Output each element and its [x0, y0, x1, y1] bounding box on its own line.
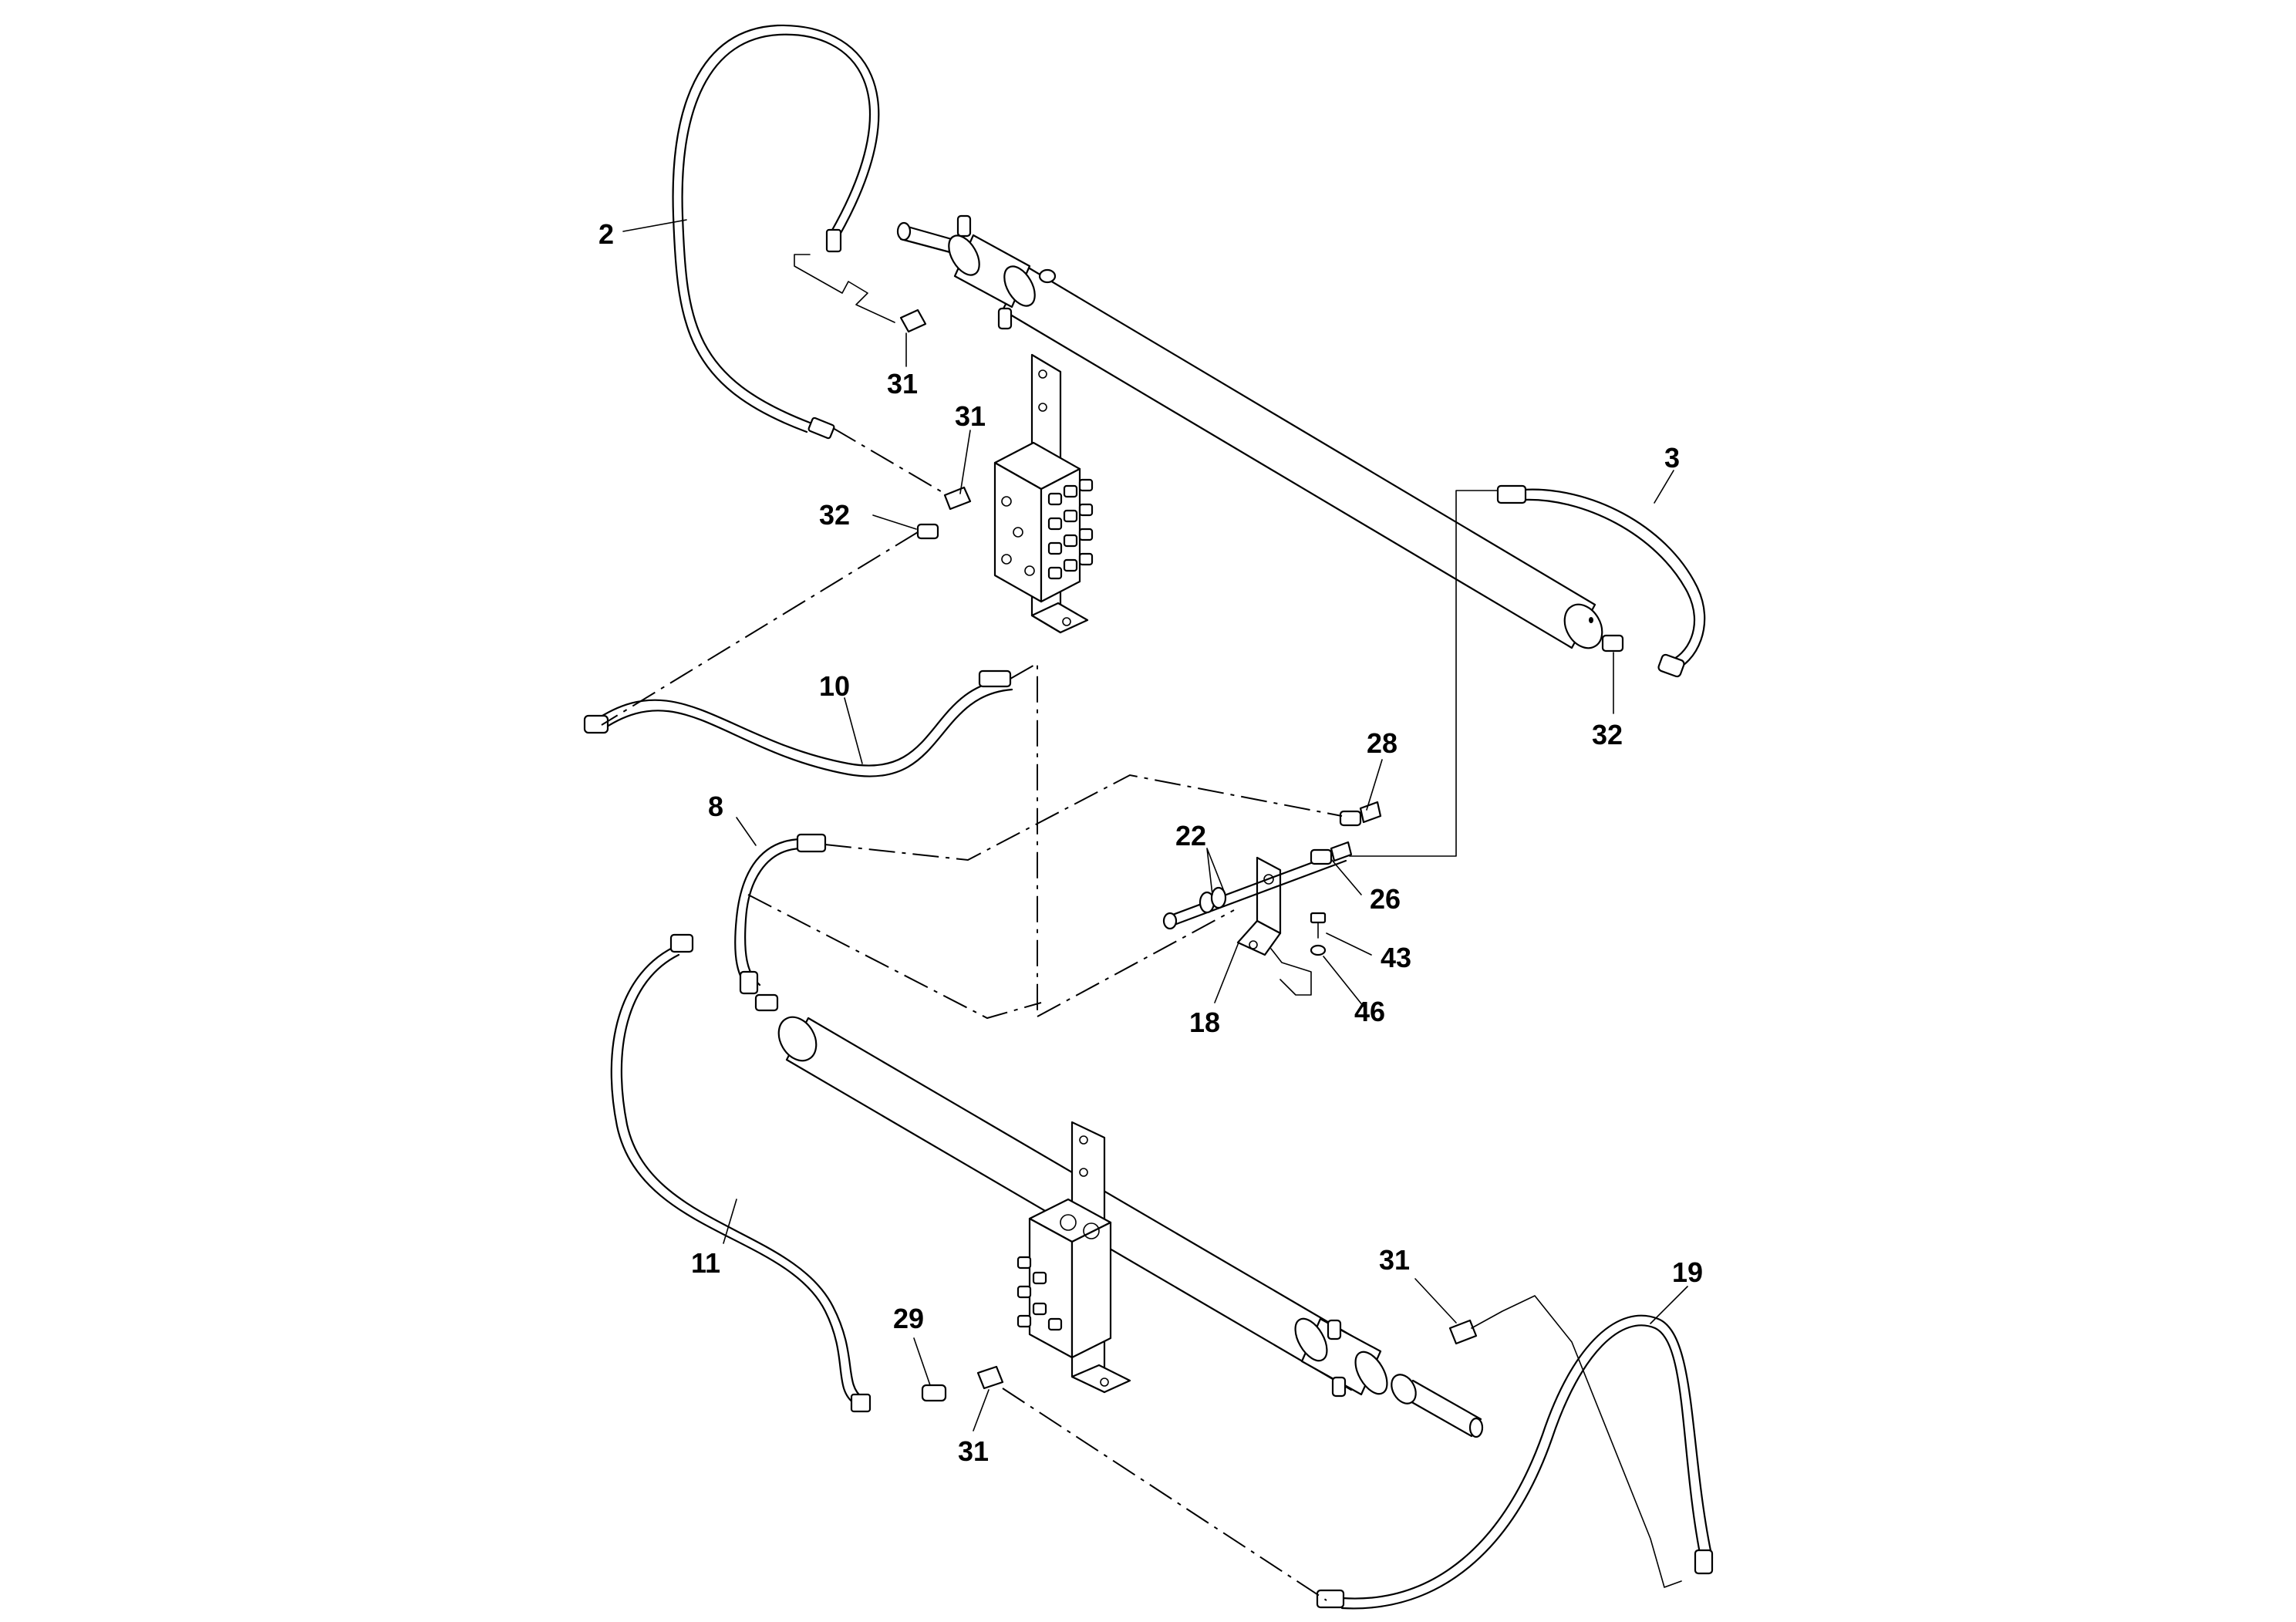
hose-3	[1496, 484, 1706, 678]
lower-valve-block	[1017, 1198, 1112, 1359]
lower-steering-cylinder	[777, 1016, 1484, 1438]
leader-linework	[794, 254, 1682, 1588]
callout-2: 2	[598, 218, 614, 250]
fitting-31-upper	[899, 309, 927, 333]
upper-steering-cylinder	[896, 214, 1603, 649]
callout-11: 11	[691, 1247, 720, 1279]
hose-11	[610, 933, 872, 1413]
upper-valve-fittings	[1047, 478, 1094, 580]
upper-valve-block	[993, 441, 1094, 603]
bolt-43	[1310, 912, 1327, 939]
hose-10	[583, 669, 1013, 777]
callout-18: 18	[1189, 1007, 1220, 1038]
callout-10: 10	[819, 670, 850, 702]
hose-2	[672, 24, 880, 440]
washer-46	[1310, 944, 1327, 956]
fitting-26	[1310, 841, 1353, 865]
callout-32-mid: 32	[819, 499, 850, 531]
callout-31-right: 31	[1379, 1244, 1410, 1276]
callout-3: 3	[1664, 442, 1680, 474]
fitting-32-mid	[916, 523, 939, 540]
callout-32-right: 32	[1592, 719, 1623, 750]
callout-22: 22	[1175, 820, 1206, 851]
fitting-31-lower-left	[976, 1365, 1004, 1390]
washers-22	[1199, 886, 1227, 914]
callout-31-mid: 31	[955, 400, 986, 432]
callout-28: 28	[1367, 727, 1397, 759]
callout-31-bottom: 31	[958, 1435, 989, 1467]
callout-26: 26	[1370, 883, 1401, 915]
callout-43: 43	[1381, 942, 1411, 973]
callout-8: 8	[708, 791, 723, 822]
hose-19	[1316, 1314, 1714, 1610]
callout-29: 29	[893, 1303, 924, 1334]
fitting-32-right	[1601, 634, 1624, 653]
leader-lines	[622, 219, 1688, 1431]
lower-valve-fittings	[1017, 1256, 1063, 1331]
bracket-18	[1236, 856, 1282, 956]
callout-labels: 2 31 31 32 3 32 10 28 8 22 26 43 18 46 1…	[598, 218, 1703, 1467]
fitting-29	[921, 1384, 947, 1402]
callout-46: 46	[1354, 996, 1385, 1027]
fitting-31-mid	[943, 486, 972, 511]
connection-lines	[601, 427, 1343, 1601]
hose-8	[734, 833, 827, 1012]
fitting-31-lower-right	[1448, 1319, 1478, 1345]
callout-19: 19	[1672, 1256, 1703, 1288]
callout-31-upper: 31	[887, 368, 918, 400]
fitting-28	[1339, 801, 1382, 827]
